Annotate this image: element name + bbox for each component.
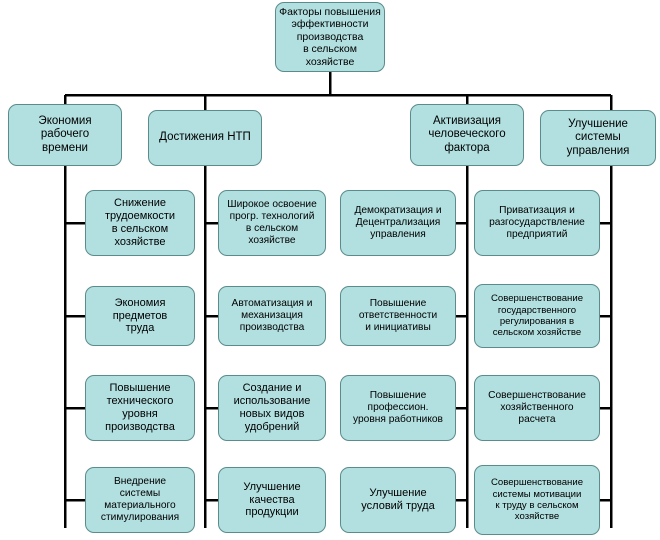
- node-c2-r3-label: Создание и использование новых видов удо…: [233, 382, 311, 433]
- node-c4-r2[interactable]: Совершенствование государственного регул…: [474, 284, 600, 348]
- node-c3-r4[interactable]: Улучшение условий труда: [340, 467, 456, 533]
- node-c4-r1-label: Приватизация и разгосударствление предпр…: [489, 204, 585, 241]
- node-c2-r1[interactable]: Широкое освоение прогр. технологий в сел…: [218, 190, 326, 256]
- node-level2-management-system[interactable]: Улучшение системы управления: [540, 110, 656, 166]
- node-c2-r4-label: Улучшение качества продукции: [243, 480, 301, 519]
- node-root[interactable]: Факторы повышения эффективности производ…: [275, 2, 385, 72]
- node-c1-r3[interactable]: Повышение технического уровня производст…: [85, 375, 195, 441]
- node-c4-r3[interactable]: Совершенствование хозяйственного расчета: [474, 375, 600, 441]
- node-c3-r4-label: Улучшение условий труда: [361, 487, 435, 512]
- node-c2-r2-label: Автоматизация и механизация производства: [231, 297, 313, 334]
- node-c1-r2-label: Экономия предметов труда: [112, 296, 168, 335]
- node-level2-1-label: Экономия рабочего времени: [38, 114, 92, 154]
- node-level2-economy-of-working-time[interactable]: Экономия рабочего времени: [8, 104, 122, 166]
- node-c1-r3-label: Повышение технического уровня производст…: [105, 382, 175, 433]
- node-c2-r4[interactable]: Улучшение качества продукции: [218, 467, 326, 533]
- node-level2-4-label: Улучшение системы управления: [566, 117, 630, 157]
- node-level2-3-label: Активизация человеческого фактора: [428, 114, 506, 154]
- node-c4-r4-label: Совершенствование системы мотивации к тр…: [490, 477, 584, 523]
- node-c3-r2-label: Повышение ответственности и инициативы: [358, 297, 438, 334]
- node-c4-r3-label: Совершенствование хозяйственного расчета: [488, 389, 586, 426]
- node-c3-r2[interactable]: Повышение ответственности и инициативы: [340, 286, 456, 346]
- node-c1-r1-label: Снижение трудоемкости в сельском хозяйст…: [104, 197, 176, 248]
- node-c1-r2[interactable]: Экономия предметов труда: [85, 286, 195, 346]
- node-c2-r1-label: Широкое освоение прогр. технологий в сел…: [227, 198, 317, 247]
- node-c4-r1[interactable]: Приватизация и разгосударствление предпр…: [474, 190, 600, 256]
- node-level2-scientific-progress[interactable]: Достижения НТП: [148, 110, 262, 166]
- node-c3-r1-label: Демократизация и Децентрализация управле…: [354, 204, 442, 241]
- node-c2-r3[interactable]: Создание и использование новых видов удо…: [218, 375, 326, 441]
- node-c1-r4-label: Внедрение системы материального стимулир…: [100, 475, 180, 524]
- node-c4-r2-label: Совершенствование государственного регул…: [490, 293, 584, 339]
- node-c3-r3[interactable]: Повышение профессион. уровня работников: [340, 375, 456, 441]
- node-level2-2-label: Достижения НТП: [159, 131, 251, 144]
- node-c2-r2[interactable]: Автоматизация и механизация производства: [218, 286, 326, 346]
- node-c1-r4[interactable]: Внедрение системы материального стимулир…: [85, 467, 195, 533]
- node-c3-r3-label: Повышение профессион. уровня работников: [353, 389, 443, 426]
- node-root-label: Факторы повышения эффективности производ…: [279, 6, 381, 68]
- node-c3-r1[interactable]: Демократизация и Децентрализация управле…: [340, 190, 456, 256]
- node-level2-human-factor[interactable]: Активизация человеческого фактора: [410, 104, 524, 166]
- node-c4-r4[interactable]: Совершенствование системы мотивации к тр…: [474, 465, 600, 535]
- node-c1-r1[interactable]: Снижение трудоемкости в сельском хозяйст…: [85, 190, 195, 256]
